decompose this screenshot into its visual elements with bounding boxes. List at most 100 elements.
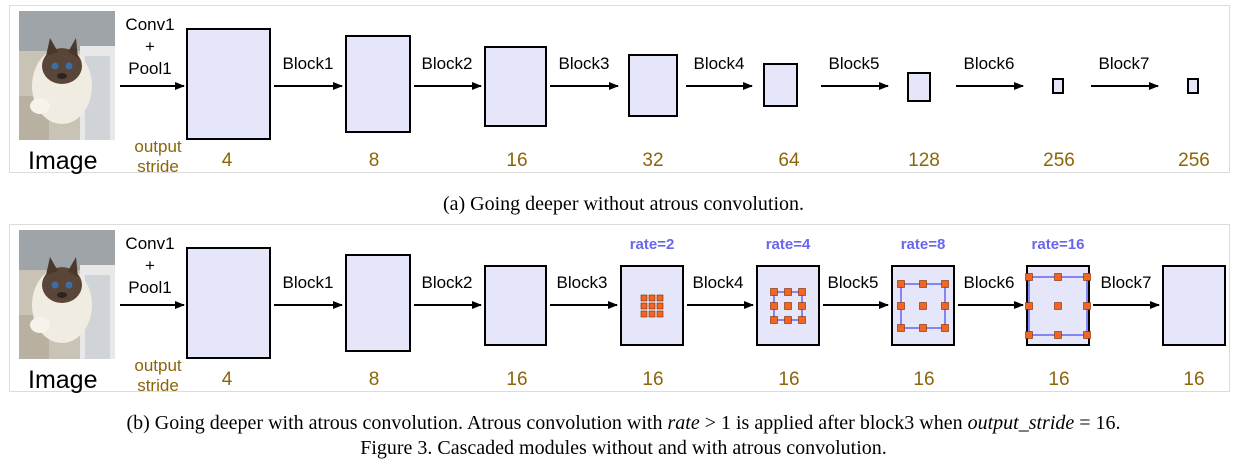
feature-map-block2 (484, 265, 547, 346)
kernel-dot (656, 294, 664, 302)
kernel-dot (897, 280, 905, 288)
kernel-dot (1025, 331, 1033, 339)
kernel-dot (656, 310, 664, 318)
kernel-dot (1083, 273, 1091, 281)
block7-label: Block7 (1098, 54, 1149, 73)
caption-math-eq: = 16 (1074, 412, 1116, 434)
kernel-dot (919, 324, 927, 332)
stride-value: 8 (369, 150, 380, 171)
caption-text: . (1115, 412, 1121, 434)
block1-label: Block1 (282, 54, 333, 73)
stride-value: 4 (222, 369, 233, 390)
feature-map-block6 (1052, 78, 1064, 94)
kernel-dot (941, 302, 949, 310)
kernel-dot (1054, 273, 1062, 281)
atrous-kernel-rate4-icon (770, 288, 806, 324)
kernel-dot (648, 302, 656, 310)
feature-map-block4 (763, 63, 798, 107)
block1-label: Block1 (282, 273, 333, 292)
kernel-dot (941, 324, 949, 332)
kernel-dot (640, 310, 648, 318)
kernel-dot (648, 310, 656, 318)
feature-map-block2 (484, 46, 547, 127)
cat-photo-icon (19, 11, 115, 140)
kernel-dot (919, 280, 927, 288)
block7-label: Block7 (1100, 273, 1151, 292)
kernel-dot (1054, 331, 1062, 339)
atrous-kernel-rate2-icon (640, 294, 664, 318)
rate-label: rate=16 (1032, 236, 1085, 253)
figure-caption: Figure 3. Cascaded modules without and w… (360, 437, 887, 459)
pool1-label: Pool1 (128, 59, 171, 78)
block6-label: Block6 (963, 54, 1014, 73)
image-label: Image (28, 366, 97, 393)
stride-value: 4 (222, 150, 233, 171)
conv1-label: Conv1 (125, 15, 174, 34)
stride-label: stride (137, 157, 179, 174)
kernel-dot (648, 294, 656, 302)
block3-label: Block3 (556, 273, 607, 292)
stride-label: stride (137, 376, 179, 393)
feature-map-block (186, 28, 271, 140)
kernel-dot (941, 280, 949, 288)
atrous-kernel-rate8-icon (897, 280, 949, 332)
kernel-dot (1054, 302, 1062, 310)
panel-a: Image Conv1 + Pool1 Block1 Block2 Block3 (9, 5, 1230, 174)
conv1-label: Conv1 (125, 234, 174, 253)
stride-value: 256 (1178, 150, 1210, 171)
kernel-dot (784, 288, 792, 296)
kernel-dot (1025, 302, 1033, 310)
kernel-dot (919, 302, 927, 310)
feature-map-block1 (345, 35, 411, 133)
pool1-label: Pool1 (128, 278, 171, 297)
output-label: output (134, 356, 182, 375)
atrous-kernel-rate16-icon (1025, 273, 1091, 339)
feature-map-block7 (1187, 78, 1199, 94)
stride-value: 16 (1183, 369, 1204, 390)
block2-label: Block2 (421, 54, 472, 73)
caption-math-gt: > 1 (699, 412, 731, 434)
cat-photo-icon (19, 230, 115, 359)
block5-label: Block5 (828, 54, 879, 73)
block3-label: Block3 (558, 54, 609, 73)
rate-label: rate=8 (901, 236, 946, 253)
kernel-dot (770, 288, 778, 296)
kernel-dot (798, 288, 806, 296)
caption-text: is applied after block3 when (731, 412, 968, 434)
stride-value: 16 (913, 369, 934, 390)
image-label: Image (28, 147, 97, 174)
kernel-dot (798, 302, 806, 310)
stride-value: 8 (369, 369, 380, 390)
caption-math-rate: rate (667, 412, 700, 434)
plus-label: + (145, 37, 155, 56)
plus-label: + (145, 256, 155, 275)
feature-map-block3 (628, 54, 678, 117)
stride-value: 16 (1048, 369, 1069, 390)
caption-text: (b) Going deeper with atrous convolution… (126, 412, 668, 434)
kernel-dot (1025, 273, 1033, 281)
block5-label: Block5 (827, 273, 878, 292)
rate-label: rate=2 (630, 236, 675, 253)
kernel-dot (640, 302, 648, 310)
rate-label: rate=4 (766, 236, 811, 253)
panel-a-caption: (a) Going deeper without atrous convolut… (442, 193, 805, 215)
kernel-dot (640, 294, 648, 302)
stride-value: 16 (506, 150, 527, 171)
panel-a-diagram: Image Conv1 + Pool1 Block1 Block2 Block3 (19, 11, 1210, 174)
block4-label: Block4 (692, 273, 743, 292)
feature-map-block (186, 247, 271, 359)
kernel-dot (798, 316, 806, 324)
kernel-dot (656, 302, 664, 310)
block6-label: Block6 (963, 273, 1014, 292)
stride-value: 16 (778, 369, 799, 390)
stride-value: 16 (506, 369, 527, 390)
block4-label: Block4 (693, 54, 744, 73)
kernel-dot (897, 324, 905, 332)
panel-b: Image Conv1 + Pool1 rate=2 rate=4 rate=8 (9, 224, 1230, 393)
stride-value: 128 (908, 150, 940, 171)
panel-b-caption: (b) Going deeper with atrous convolution… (0, 412, 1247, 435)
kernel-dot (784, 316, 792, 324)
kernel-dot (770, 302, 778, 310)
kernel-dot (1083, 302, 1091, 310)
